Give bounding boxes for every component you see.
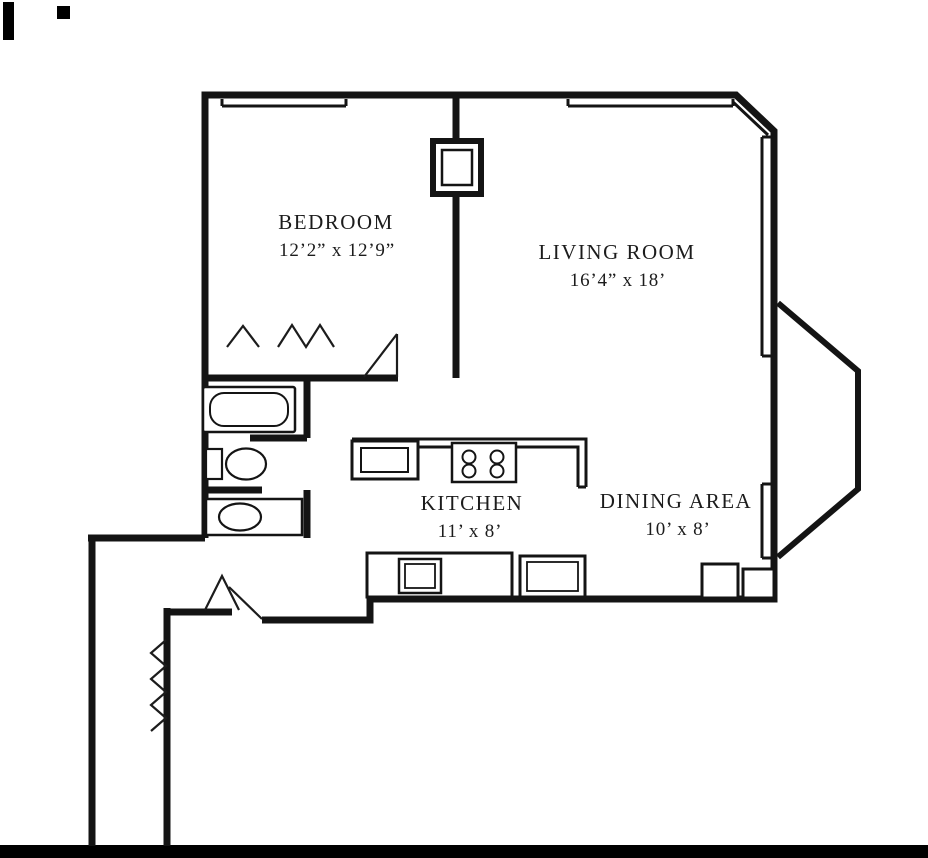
dining-right-window [760, 482, 771, 560]
toilet-bowl [224, 447, 268, 481]
outer-wall [201, 91, 778, 624]
room-labels: BEDROOM 12’2” x 12’9” LIVING ROOM 16’4” … [278, 210, 752, 542]
windows [220, 99, 771, 560]
bedroom-label: BEDROOM [278, 210, 394, 234]
corner-window [731, 100, 770, 137]
entry-door-swing [228, 586, 263, 620]
refrigerator-inner [526, 561, 579, 592]
scan-smudge-tall [3, 2, 14, 40]
bedroom-window [220, 99, 348, 108]
burner-icon [489, 463, 505, 479]
living-room-dims: 16’4” x 18’ [570, 270, 666, 291]
walls [88, 91, 778, 846]
sink-basin [217, 502, 263, 532]
bathroom-fixtures [201, 385, 304, 537]
corridor-zigzag-symbol [149, 639, 168, 732]
kitchen-counter-inner [352, 445, 586, 489]
dishwasher-inner [404, 563, 436, 589]
scan-bar-bottom [0, 845, 928, 858]
living-room-top-window [566, 99, 735, 108]
shaft-inner [440, 148, 474, 187]
plan-symbols [149, 322, 399, 732]
dining-cabinet [741, 567, 776, 600]
toilet-tank [204, 447, 224, 481]
scan-smudge-small [57, 6, 70, 19]
kitchen-dims: 11’ x 8’ [438, 521, 502, 542]
closet-zigzag-symbol [277, 322, 335, 350]
kitchen-appliance-inner [360, 447, 409, 473]
stove [450, 441, 518, 484]
bedroom-dims: 12’2” x 12’9” [279, 240, 395, 261]
living-room-right-window [760, 135, 771, 358]
kitchen-counter-outer [352, 437, 588, 487]
bathtub-outline [201, 385, 297, 434]
bay-wall [776, 300, 861, 560]
dining-area-dims: 10’ x 8’ [645, 519, 710, 540]
closet-symbol [226, 324, 260, 348]
dining-fixtures [700, 562, 776, 600]
shaft [430, 138, 484, 197]
dining-cabinet [700, 562, 740, 600]
bedroom-door-swing [363, 333, 399, 378]
burner-icon [461, 463, 477, 479]
bathtub-basin [209, 392, 289, 427]
living-room-label: LIVING ROOM [538, 240, 695, 264]
dining-area-label: DINING AREA [600, 489, 752, 513]
entry-door-symbol [204, 573, 240, 611]
kitchen-fixtures [350, 437, 588, 599]
kitchen-lower-counter [365, 551, 514, 599]
bay-window [776, 300, 861, 560]
dishwasher-outer [397, 557, 443, 595]
kitchen-label: KITCHEN [421, 491, 524, 515]
